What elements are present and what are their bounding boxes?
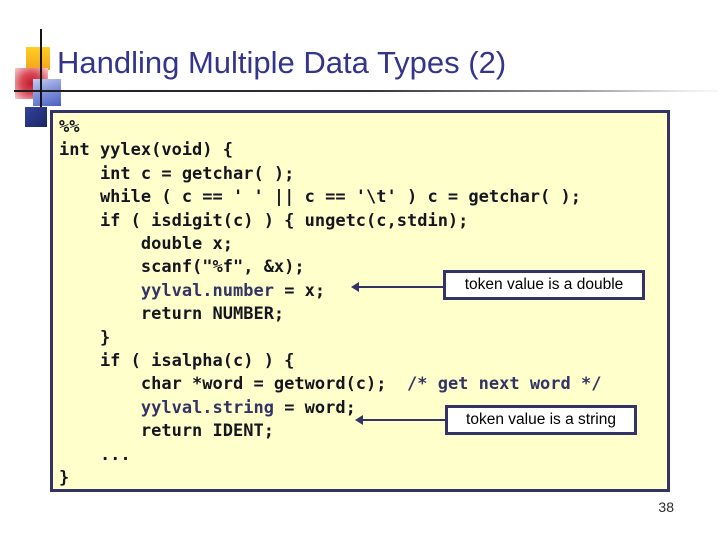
code-line: } [59, 327, 667, 350]
code-line: int c = getchar( ); [59, 163, 667, 186]
code-segment: /* get next word */ [407, 374, 602, 395]
code-segment: } [59, 327, 111, 348]
callout-token-string: token value is a string [445, 405, 637, 435]
code-segment [59, 398, 141, 418]
code-segment: int c = getchar( ); [59, 163, 295, 184]
code-line: double x; [59, 233, 667, 256]
left-arrow-to-number-line [351, 282, 443, 292]
ornament-yellow-square [26, 47, 50, 70]
code-segment: return NUMBER; [59, 304, 285, 325]
callout-token-double: token value is a double [443, 270, 645, 300]
left-arrow-to-string-line [355, 415, 445, 425]
callout-token-string-label: token value is a string [466, 411, 616, 428]
code-segment: yylval.string [140, 397, 274, 418]
code-segment: return IDENT; [59, 421, 274, 442]
code-segment: = x; [273, 280, 326, 301]
code-segment: yylval.number [140, 280, 274, 301]
page-number: 38 [658, 499, 674, 515]
code-line: scanf("%f", &x); [59, 256, 667, 279]
code-segment: int yylex(void) { [59, 140, 233, 161]
code-line: yylval.number = x; [59, 280, 667, 303]
slide-title: Handling Multiple Data Types (2) [57, 45, 507, 80]
code-segment: char *word = getword(c); [59, 374, 407, 395]
code-line: %% [59, 116, 667, 139]
code-segment: ... [59, 444, 131, 465]
title-underline-rule [14, 90, 718, 92]
code-segment: if ( isdigit(c) ) { ungetc(c,stdin); [59, 210, 469, 231]
code-line: while ( c == ' ' || c == '\t' ) c = getc… [59, 186, 667, 209]
code-line: yylval.string = word; [59, 397, 667, 420]
code-segment: while ( c == ' ' || c == '\t' ) c = getc… [59, 187, 581, 208]
code-line: int yylex(void) { [59, 139, 667, 162]
code-segment [59, 281, 141, 301]
code-segment: %% [59, 117, 80, 137]
code-line: } [59, 467, 667, 489]
code-segment: } [59, 468, 70, 489]
code-line: if ( isdigit(c) ) { ungetc(c,stdin); [59, 210, 667, 233]
ornament-blue-square [33, 79, 61, 106]
code-line: return IDENT; [59, 420, 667, 443]
callout-token-double-label: token value is a double [464, 276, 624, 293]
code-segment: = word; [273, 397, 356, 418]
code-segment: scanf("%f", &x); [59, 257, 305, 278]
code-line: char *word = getword(c); /* get next wor… [59, 373, 667, 396]
code-line: if ( isalpha(c) ) { [59, 350, 667, 373]
code-segment: double x; [59, 234, 233, 255]
code-segment: if ( isalpha(c) ) { [59, 351, 295, 372]
code-line: ... [59, 444, 667, 467]
ornament-vertical-line [40, 29, 42, 113]
code-line: return NUMBER; [59, 303, 667, 326]
code-block: %%int yylex(void) { int c = getchar( ); … [50, 110, 670, 492]
ornament-navy-square [25, 107, 47, 127]
